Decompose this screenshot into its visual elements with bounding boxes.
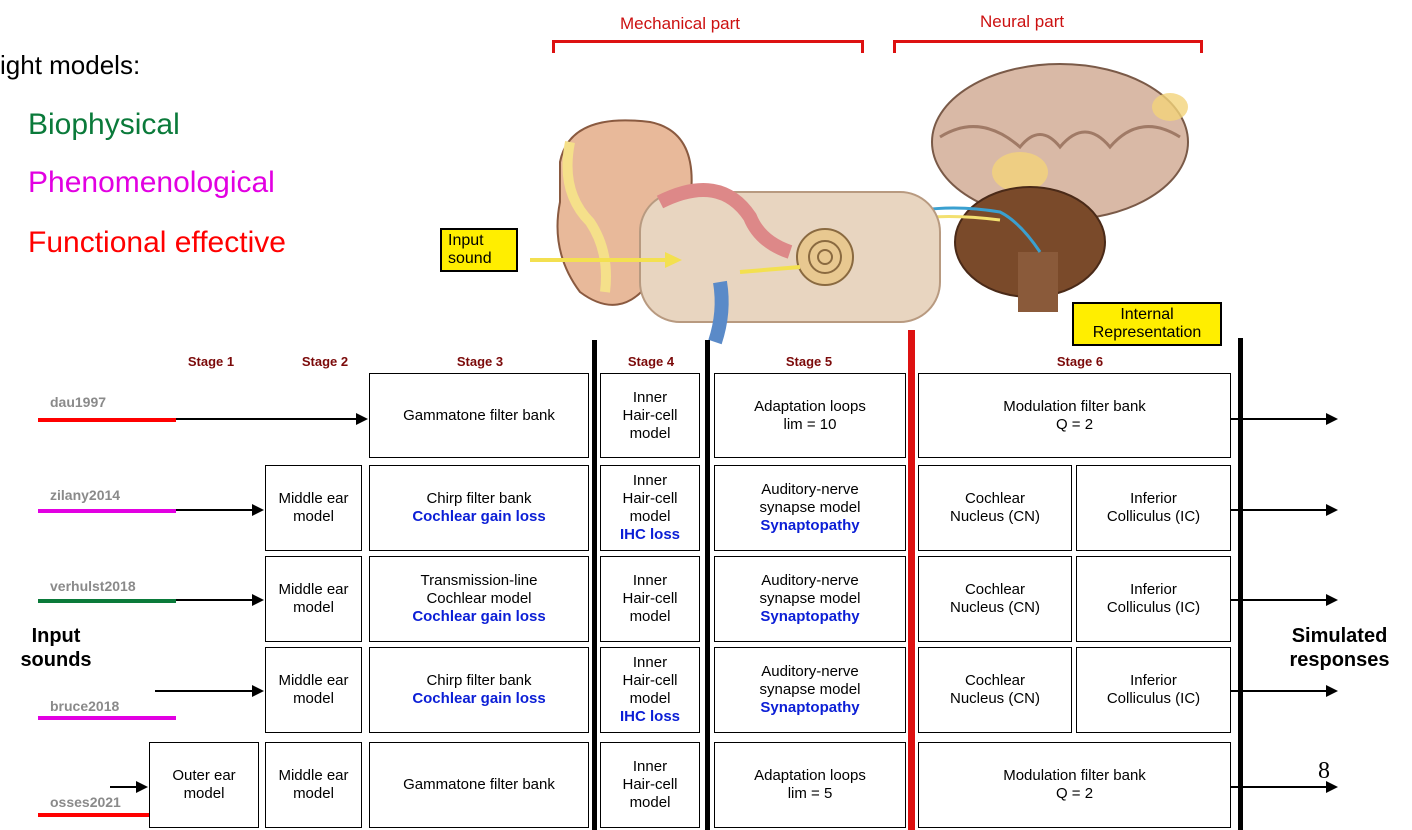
model-label-bruce2018: bruce2018 xyxy=(50,698,119,714)
stage1-box-osses2021: Outer ear model xyxy=(149,742,259,828)
stage-2-label: Stage 2 xyxy=(270,354,380,369)
stage6-ic-box-bruce2018: Inferior Colliculus (IC) xyxy=(1076,647,1231,733)
stage5-box-dau1997: Adaptation loops lim = 10 xyxy=(714,373,906,458)
model-label-verhulst2018: verhulst2018 xyxy=(50,578,136,594)
input-sounds-label: Input sounds xyxy=(6,624,106,672)
stage2-box-zilany2014: Middle ear model xyxy=(265,465,362,551)
internal-representation-tag: Internal Representation xyxy=(1072,302,1222,346)
category-functional: Functional effective xyxy=(28,226,286,260)
separator-mechanical-neural xyxy=(908,330,915,830)
stage6-box-osses2021: Modulation filter bank Q = 2 xyxy=(918,742,1231,828)
output-arrow-zilany2014 xyxy=(1231,509,1336,511)
stage-3-label: Stage 3 xyxy=(425,354,535,369)
model-underline-bruce2018 xyxy=(38,716,176,720)
separator-output xyxy=(1238,338,1243,830)
input-sound-tag: Input sound xyxy=(440,228,518,272)
model-label-dau1997: dau1997 xyxy=(50,394,106,410)
stage6-cn-box-bruce2018: Cochlear Nucleus (CN) xyxy=(918,647,1072,733)
stage6-ic-box-verhulst2018: Inferior Colliculus (IC) xyxy=(1076,556,1231,642)
category-phenomenological: Phenomenological xyxy=(28,166,275,200)
stage6-cn-box-verhulst2018: Cochlear Nucleus (CN) xyxy=(918,556,1072,642)
output-arrow-dau1997 xyxy=(1231,418,1336,420)
model-label-osses2021: osses2021 xyxy=(50,794,121,810)
page-number: 8 xyxy=(1318,758,1330,785)
neural-part-label: Neural part xyxy=(980,12,1064,32)
stage3-box-osses2021: Gammatone filter bank xyxy=(369,742,589,828)
output-arrow-bruce2018 xyxy=(1231,690,1336,692)
stage6-box-dau1997: Modulation filter bank Q = 2 xyxy=(918,373,1231,458)
input-arrow-dau1997 xyxy=(176,418,366,420)
stage4-box-osses2021: Inner Hair-cell model xyxy=(600,742,700,828)
stage-6-label: Stage 6 xyxy=(1025,354,1135,369)
input-arrow-osses2021 xyxy=(110,786,146,788)
stage-5-label: Stage 5 xyxy=(754,354,864,369)
stage-4-label: Stage 4 xyxy=(596,354,706,369)
input-arrow-bruce2018 xyxy=(155,690,262,692)
stage4-box-dau1997: Inner Hair-cell model xyxy=(600,373,700,458)
input-arrow-zilany2014 xyxy=(176,509,262,511)
stage3-box-dau1997: Gammatone filter bank xyxy=(369,373,589,458)
model-underline-zilany2014 xyxy=(38,509,176,513)
stage4-box-verhulst2018: Inner Hair-cell model xyxy=(600,556,700,642)
stage2-box-bruce2018: Middle ear model xyxy=(265,647,362,733)
output-arrow-verhulst2018 xyxy=(1231,599,1336,601)
stage5-box-osses2021: Adaptation loops lim = 5 xyxy=(714,742,906,828)
model-label-zilany2014: zilany2014 xyxy=(50,487,120,503)
intro-text: ight models: xyxy=(0,50,140,81)
model-underline-dau1997 xyxy=(38,418,176,422)
output-arrow-osses2021 xyxy=(1231,786,1336,788)
simulated-responses-label: Simulated responses xyxy=(1272,624,1407,672)
separator-stage4-5 xyxy=(705,340,710,830)
stage2-box-osses2021: Middle ear model xyxy=(265,742,362,828)
mechanical-part-label: Mechanical part xyxy=(620,14,740,34)
separator-stage3-4 xyxy=(592,340,597,830)
stage2-box-verhulst2018: Middle ear model xyxy=(265,556,362,642)
stage-1-label: Stage 1 xyxy=(156,354,266,369)
stage6-cn-box-zilany2014: Cochlear Nucleus (CN) xyxy=(918,465,1072,551)
stage6-ic-box-zilany2014: Inferior Colliculus (IC) xyxy=(1076,465,1231,551)
model-underline-verhulst2018 xyxy=(38,599,176,603)
input-arrow-verhulst2018 xyxy=(176,599,262,601)
category-biophysical: Biophysical xyxy=(28,108,180,142)
